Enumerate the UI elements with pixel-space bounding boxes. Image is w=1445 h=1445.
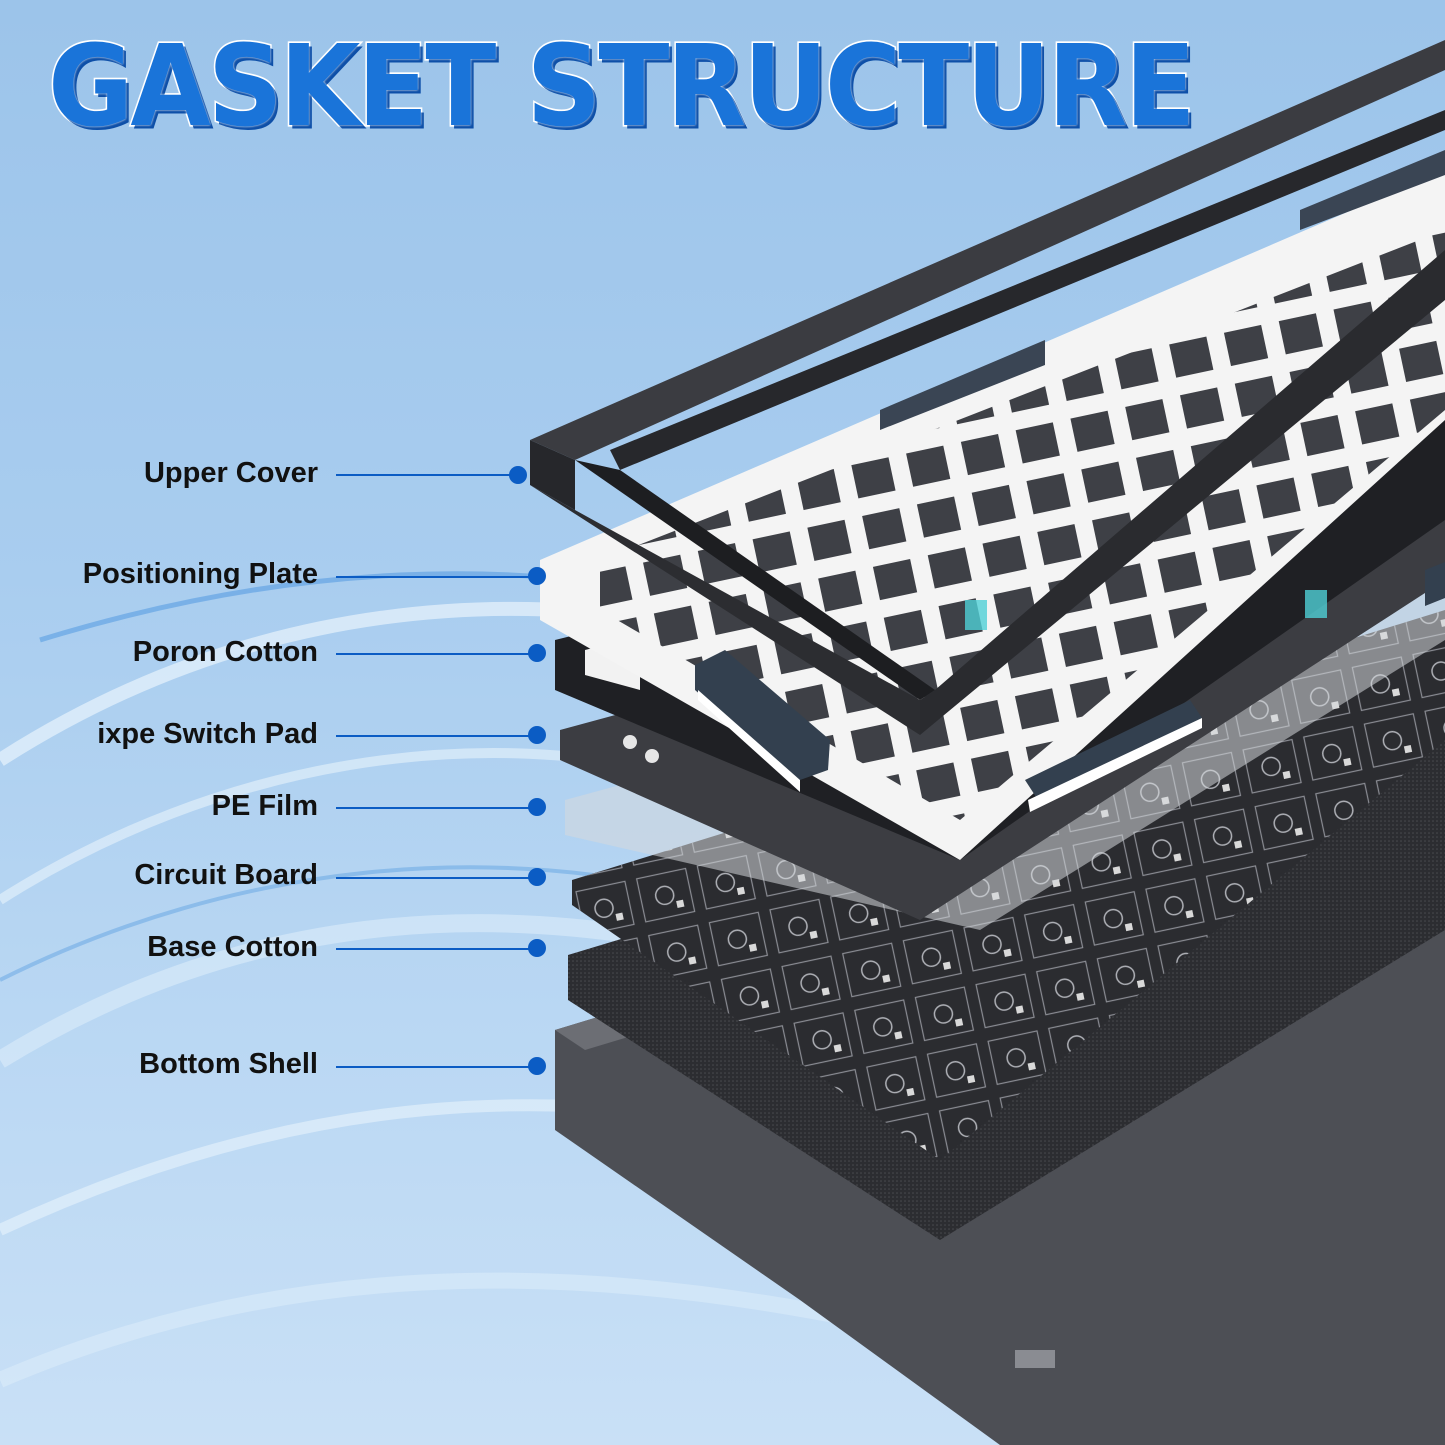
leader-dot-base-cotton	[528, 939, 546, 957]
leader-dot-circuit-board	[528, 868, 546, 886]
label-ixpe-switch-pad: ixpe Switch Pad	[97, 718, 318, 750]
leader-dot-poron-cotton	[528, 644, 546, 662]
leader-line-ixpe-switch-pad	[336, 735, 536, 737]
label-upper-cover: Upper Cover	[143, 457, 318, 489]
page-title: GASKET STRUCTURE	[47, 20, 1198, 153]
leader-line-poron-cotton	[336, 653, 536, 655]
gasket-strips	[695, 150, 1445, 812]
label-positioning-plate: Positioning Plate	[82, 558, 318, 590]
leader-line-upper-cover	[336, 474, 516, 476]
label-pe-film: PE Film	[211, 790, 318, 822]
leader-line-circuit-board	[336, 877, 536, 879]
label-bottom-shell: Bottom Shell	[139, 1048, 318, 1080]
label-circuit-board: Circuit Board	[134, 859, 318, 891]
label-base-cotton: Base Cotton	[147, 931, 318, 963]
leader-line-bottom-shell	[336, 1066, 536, 1068]
leader-dot-ixpe-switch-pad	[528, 726, 546, 744]
leader-line-pe-film	[336, 807, 536, 809]
leader-dot-upper-cover	[509, 466, 527, 484]
leader-line-positioning-plate	[336, 576, 536, 578]
label-poron-cotton: Poron Cotton	[132, 636, 318, 668]
leader-line-base-cotton	[336, 948, 536, 950]
leader-dot-pe-film	[528, 798, 546, 816]
upper-cover-layer	[530, 40, 1445, 735]
leader-dot-bottom-shell	[528, 1057, 546, 1075]
leader-dot-positioning-plate	[528, 567, 546, 585]
